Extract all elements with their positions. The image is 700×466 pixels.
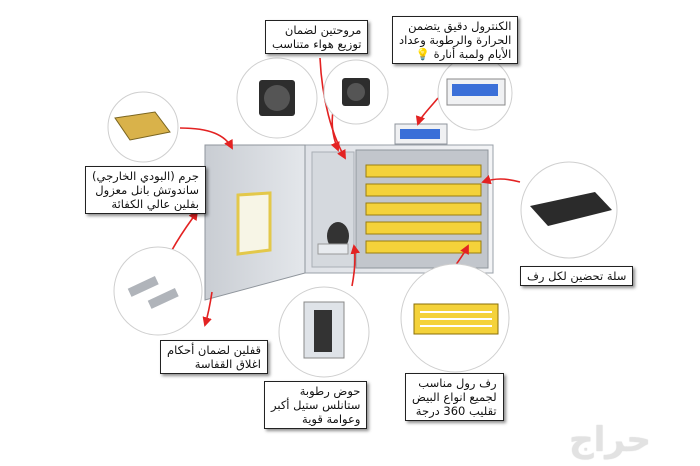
cabinet-body bbox=[304, 123, 494, 274]
label-fans: مروحتين لضمان توزيع هواء متناسب bbox=[265, 20, 369, 54]
egg-trays bbox=[365, 164, 482, 254]
label-locks: قفلين لضمان أحكام اغلاق القفاسة bbox=[160, 340, 269, 374]
label-water: حوض رطوبة ستانلس ستيل أكبر وعوامة قوية bbox=[264, 381, 368, 429]
label-basket: سلة تحضين لكل رف bbox=[520, 266, 634, 286]
watermark-logo: حراج bbox=[569, 420, 651, 460]
cabinet-door bbox=[204, 144, 306, 301]
label-body: جرم (البودي الخارجي) ساندوتش بانل معزول … bbox=[85, 166, 206, 214]
label-tray: رف رول مناسب لجميع انواع البيض تقليب 360… bbox=[405, 373, 504, 421]
bulb-icon: 💡 bbox=[415, 47, 431, 61]
label-control: الكنترول دقيق يتضمن الحرارة والرطوبة وعد… bbox=[392, 16, 519, 64]
